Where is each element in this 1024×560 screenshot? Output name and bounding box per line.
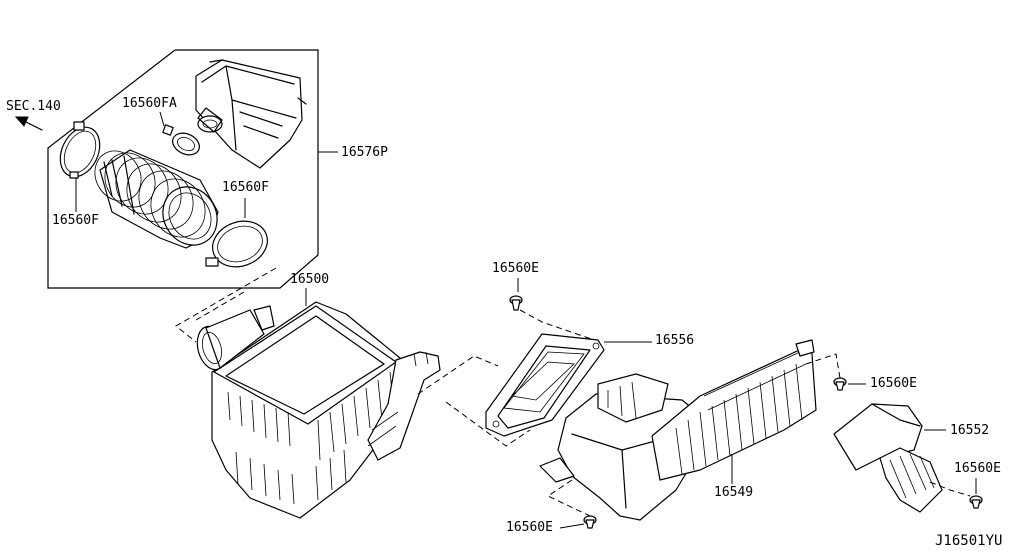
air-cleaner-16500-drawing xyxy=(196,288,441,519)
part-label-16560E-bottom: 16560E xyxy=(506,520,553,535)
part-label-16556: 16556 xyxy=(655,333,695,348)
figure-id: J16501YU xyxy=(935,533,1003,549)
clamp-16560F-left-drawing xyxy=(59,121,101,212)
part-label-16560E-right-bottom: 16560E xyxy=(954,461,1001,476)
section-ref-label: SEC.140 xyxy=(6,99,61,114)
inlet-duct-16549-drawing xyxy=(539,339,817,521)
kit-frame-16576P xyxy=(47,49,338,289)
part-label-16560F-left: 16560F xyxy=(52,213,99,228)
screw-16560E-bottom-drawing xyxy=(546,479,597,529)
arrow-up-left-icon xyxy=(14,116,43,131)
screw-16560E-right-bottom-drawing xyxy=(969,478,983,509)
part-label-16552: 16552 xyxy=(950,423,990,438)
air-duct-hose-drawing xyxy=(94,149,219,249)
resonator-drawing xyxy=(195,59,307,169)
cover-16552-drawing xyxy=(833,403,971,513)
screw-16560E-top-drawing xyxy=(509,278,601,343)
part-label-16560E-right: 16560E xyxy=(870,376,917,391)
seal-16556-drawing xyxy=(485,333,652,437)
assembly-line xyxy=(175,267,277,343)
part-label-16560E-top: 16560E xyxy=(492,261,539,276)
part-label-16549: 16549 xyxy=(714,485,754,500)
assembly-line xyxy=(417,355,499,395)
part-label-16560FA: 16560FA xyxy=(122,96,177,111)
clamp-16560F-right-drawing xyxy=(205,198,268,268)
clamp-16560FA-drawing xyxy=(159,111,200,156)
part-label-16560F-right: 16560F xyxy=(222,180,269,195)
part-label-16500: 16500 xyxy=(290,272,330,287)
part-label-16576P: 16576P xyxy=(341,145,388,160)
screw-16560E-right-drawing xyxy=(805,353,866,391)
assembly-line xyxy=(445,401,531,447)
